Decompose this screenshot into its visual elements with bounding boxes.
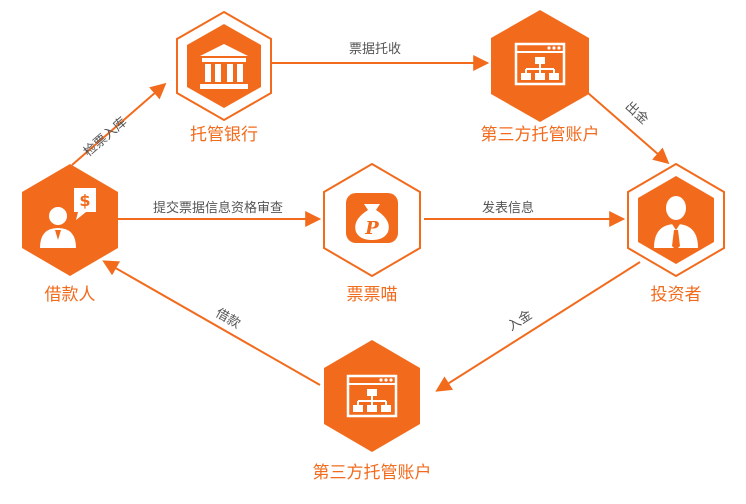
edge-borrower-to-bank: 检票入库 <box>71 82 167 166</box>
node-label-borrower: 借款人 <box>45 285 96 305</box>
edge-label-thirdparty-bottom-to-borrower: 借款 <box>213 306 243 332</box>
money-bag-p-icon: P <box>355 204 389 240</box>
edge-borrower-to-platform: 提交票据信息资格审查 <box>118 200 322 227</box>
edge-label-platform-to-investor: 发表信息 <box>482 200 534 216</box>
node-label-third-party-escrow-bottom: 第三方托管账户 <box>313 463 432 483</box>
edge-label-borrower-to-platform: 提交票据信息资格审查 <box>153 200 283 216</box>
borrower-dollar-icon: $ <box>40 188 96 248</box>
flowchart-window-icon <box>514 42 566 86</box>
node-label-custodian-bank: 托管银行 <box>190 125 258 145</box>
node-label-piaopiaomiao: 票票喵 <box>347 285 398 305</box>
node-custodian-bank: 托管银行 <box>176 10 272 145</box>
edge-platform-to-investor: 发表信息 <box>424 200 626 227</box>
edge-label-borrower-to-bank: 检票入库 <box>80 114 130 160</box>
edge-bank-to-thirdparty: 票据托收 <box>270 42 490 71</box>
edge-label-thirdparty-to-investor: 出金 <box>622 98 652 127</box>
node-third-party-escrow-top: 第三方托管账户 <box>481 10 600 145</box>
investor-icon <box>654 196 698 250</box>
edge-thirdparty-to-investor: 出金 <box>587 92 670 165</box>
node-investor: 投资者 <box>627 162 725 305</box>
edge-thirdparty-bottom-to-borrower: 借款 <box>102 260 321 386</box>
flowchart-window-icon <box>346 374 398 418</box>
svg-text:$: $ <box>79 191 90 210</box>
bank-icon <box>200 44 248 89</box>
edge-investor-to-thirdparty-bottom: 入金 <box>435 261 641 392</box>
svg-text:P: P <box>364 218 379 239</box>
node-borrower: $ 借款人 <box>22 164 118 305</box>
node-third-party-escrow-bottom: 第三方托管账户 <box>313 340 432 483</box>
node-piaopiaomiao: P 票票喵 <box>323 162 421 305</box>
node-label-investor: 投资者 <box>651 285 702 305</box>
node-label-third-party-escrow-top: 第三方托管账户 <box>481 125 600 145</box>
edge-label-bank-to-thirdparty: 票据托收 <box>349 42 401 57</box>
